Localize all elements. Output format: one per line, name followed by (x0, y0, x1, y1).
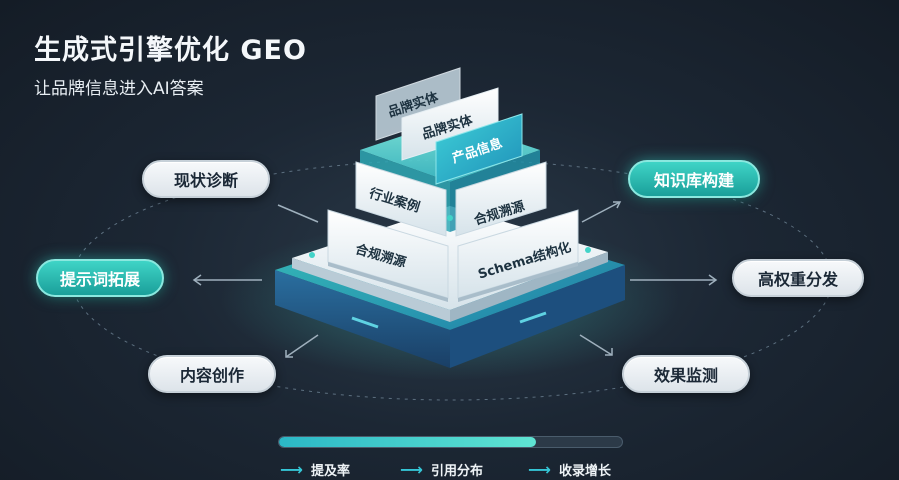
arrow-diagnosis (277, 204, 319, 223)
node-dot (309, 252, 315, 258)
base-card-left (327, 209, 449, 302)
arrow-right-icon: ⟶ (400, 460, 423, 479)
node-prompt-expansion[interactable]: 提示词拓展 (36, 259, 164, 297)
page-subtitle: 让品牌信息进入AI答案 (34, 79, 204, 99)
node-content-creation[interactable]: 内容创作 (148, 355, 276, 393)
arrow-head-prompt (192, 274, 202, 286)
metric-label: 提及率 (310, 464, 350, 479)
arrow-head-monitor (605, 348, 613, 356)
arrow-head-knowledge (613, 201, 622, 209)
arrow-head-content (285, 350, 293, 358)
node-status-diagnosis[interactable]: 现状诊断 (142, 160, 270, 198)
node-knowledge-base[interactable]: 知识库构建 (628, 160, 760, 198)
node-effect-monitoring[interactable]: 效果监测 (622, 355, 750, 393)
node-high-weight-distribution[interactable]: 高权重分发 (732, 259, 864, 297)
base-card-right (457, 209, 579, 302)
metric-mention-rate: ⟶ 提及率 (280, 460, 350, 479)
node-dot (585, 247, 591, 253)
page-title: 生成式引擎优化 GEO (34, 35, 307, 66)
arrow-knowledge (581, 201, 621, 223)
arrow-content (285, 334, 319, 358)
metric-label: 引用分布 (430, 464, 483, 479)
arrow-right-icon: ⟶ (528, 460, 551, 479)
metric-citation-distribution: ⟶ 引用分布 (400, 460, 483, 479)
progress-fill (279, 437, 537, 447)
arrow-head-distribution (708, 274, 718, 286)
metric-label: 收录增长 (558, 464, 611, 479)
metric-index-growth: ⟶ 收录增长 (528, 460, 611, 479)
mid-card-left (355, 161, 447, 237)
mid-card-right (455, 161, 547, 237)
node-dot (447, 215, 453, 221)
arrow-monitor (579, 334, 613, 356)
progress-bar (278, 436, 623, 448)
top-card-3 (435, 113, 523, 185)
arrow-right-icon: ⟶ (280, 460, 303, 479)
connector-arrows (192, 201, 718, 358)
